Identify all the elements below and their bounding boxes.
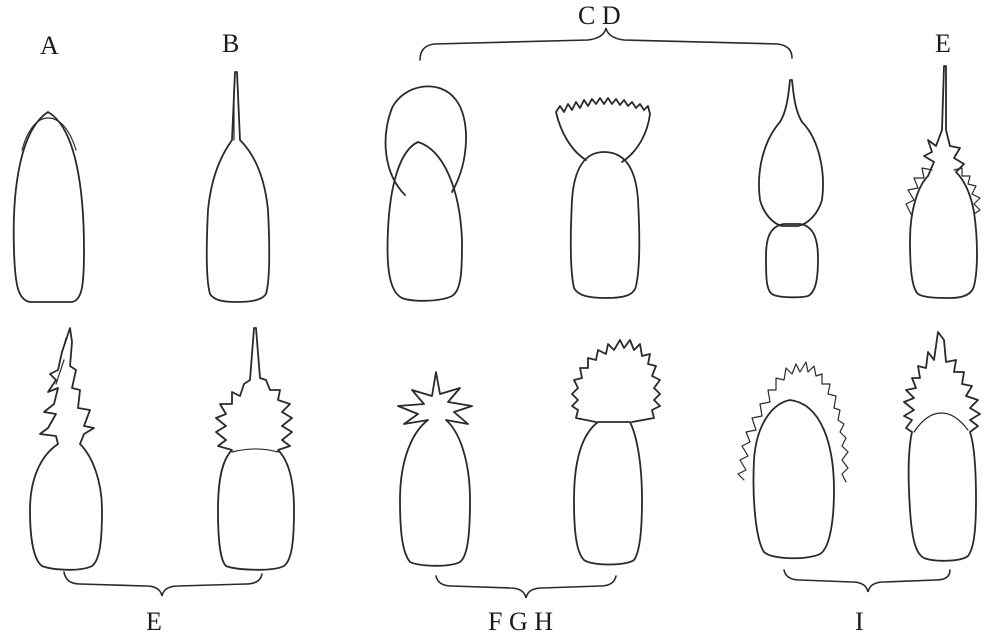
- label-i: I: [855, 607, 864, 636]
- sepal-e-bottom-left: [30, 328, 102, 570]
- label-e-bottom: E: [146, 607, 162, 636]
- sepal-i-left: [738, 362, 848, 558]
- sepal-i-right: [904, 332, 980, 561]
- label-a: A: [40, 31, 59, 60]
- sepal-cd-third: [759, 80, 823, 297]
- sepal-a: [14, 112, 84, 302]
- label-b: B: [222, 29, 239, 58]
- label-e-top: E: [935, 29, 951, 58]
- sepal-g: [572, 340, 660, 565]
- sepal-d: [556, 98, 650, 298]
- sepal-f: [398, 372, 472, 566]
- sepal-c: [386, 86, 466, 300]
- label-cd: C D: [578, 1, 621, 30]
- sepal-e-top: [906, 66, 980, 298]
- brace-fgh: [436, 576, 616, 598]
- label-fgh: F G H: [488, 607, 553, 636]
- brace-cd: [420, 28, 792, 60]
- sepal-e-bottom-right: [216, 328, 294, 570]
- brace-i: [784, 570, 950, 592]
- brace-e-bottom: [64, 572, 262, 596]
- sepal-b: [207, 72, 270, 302]
